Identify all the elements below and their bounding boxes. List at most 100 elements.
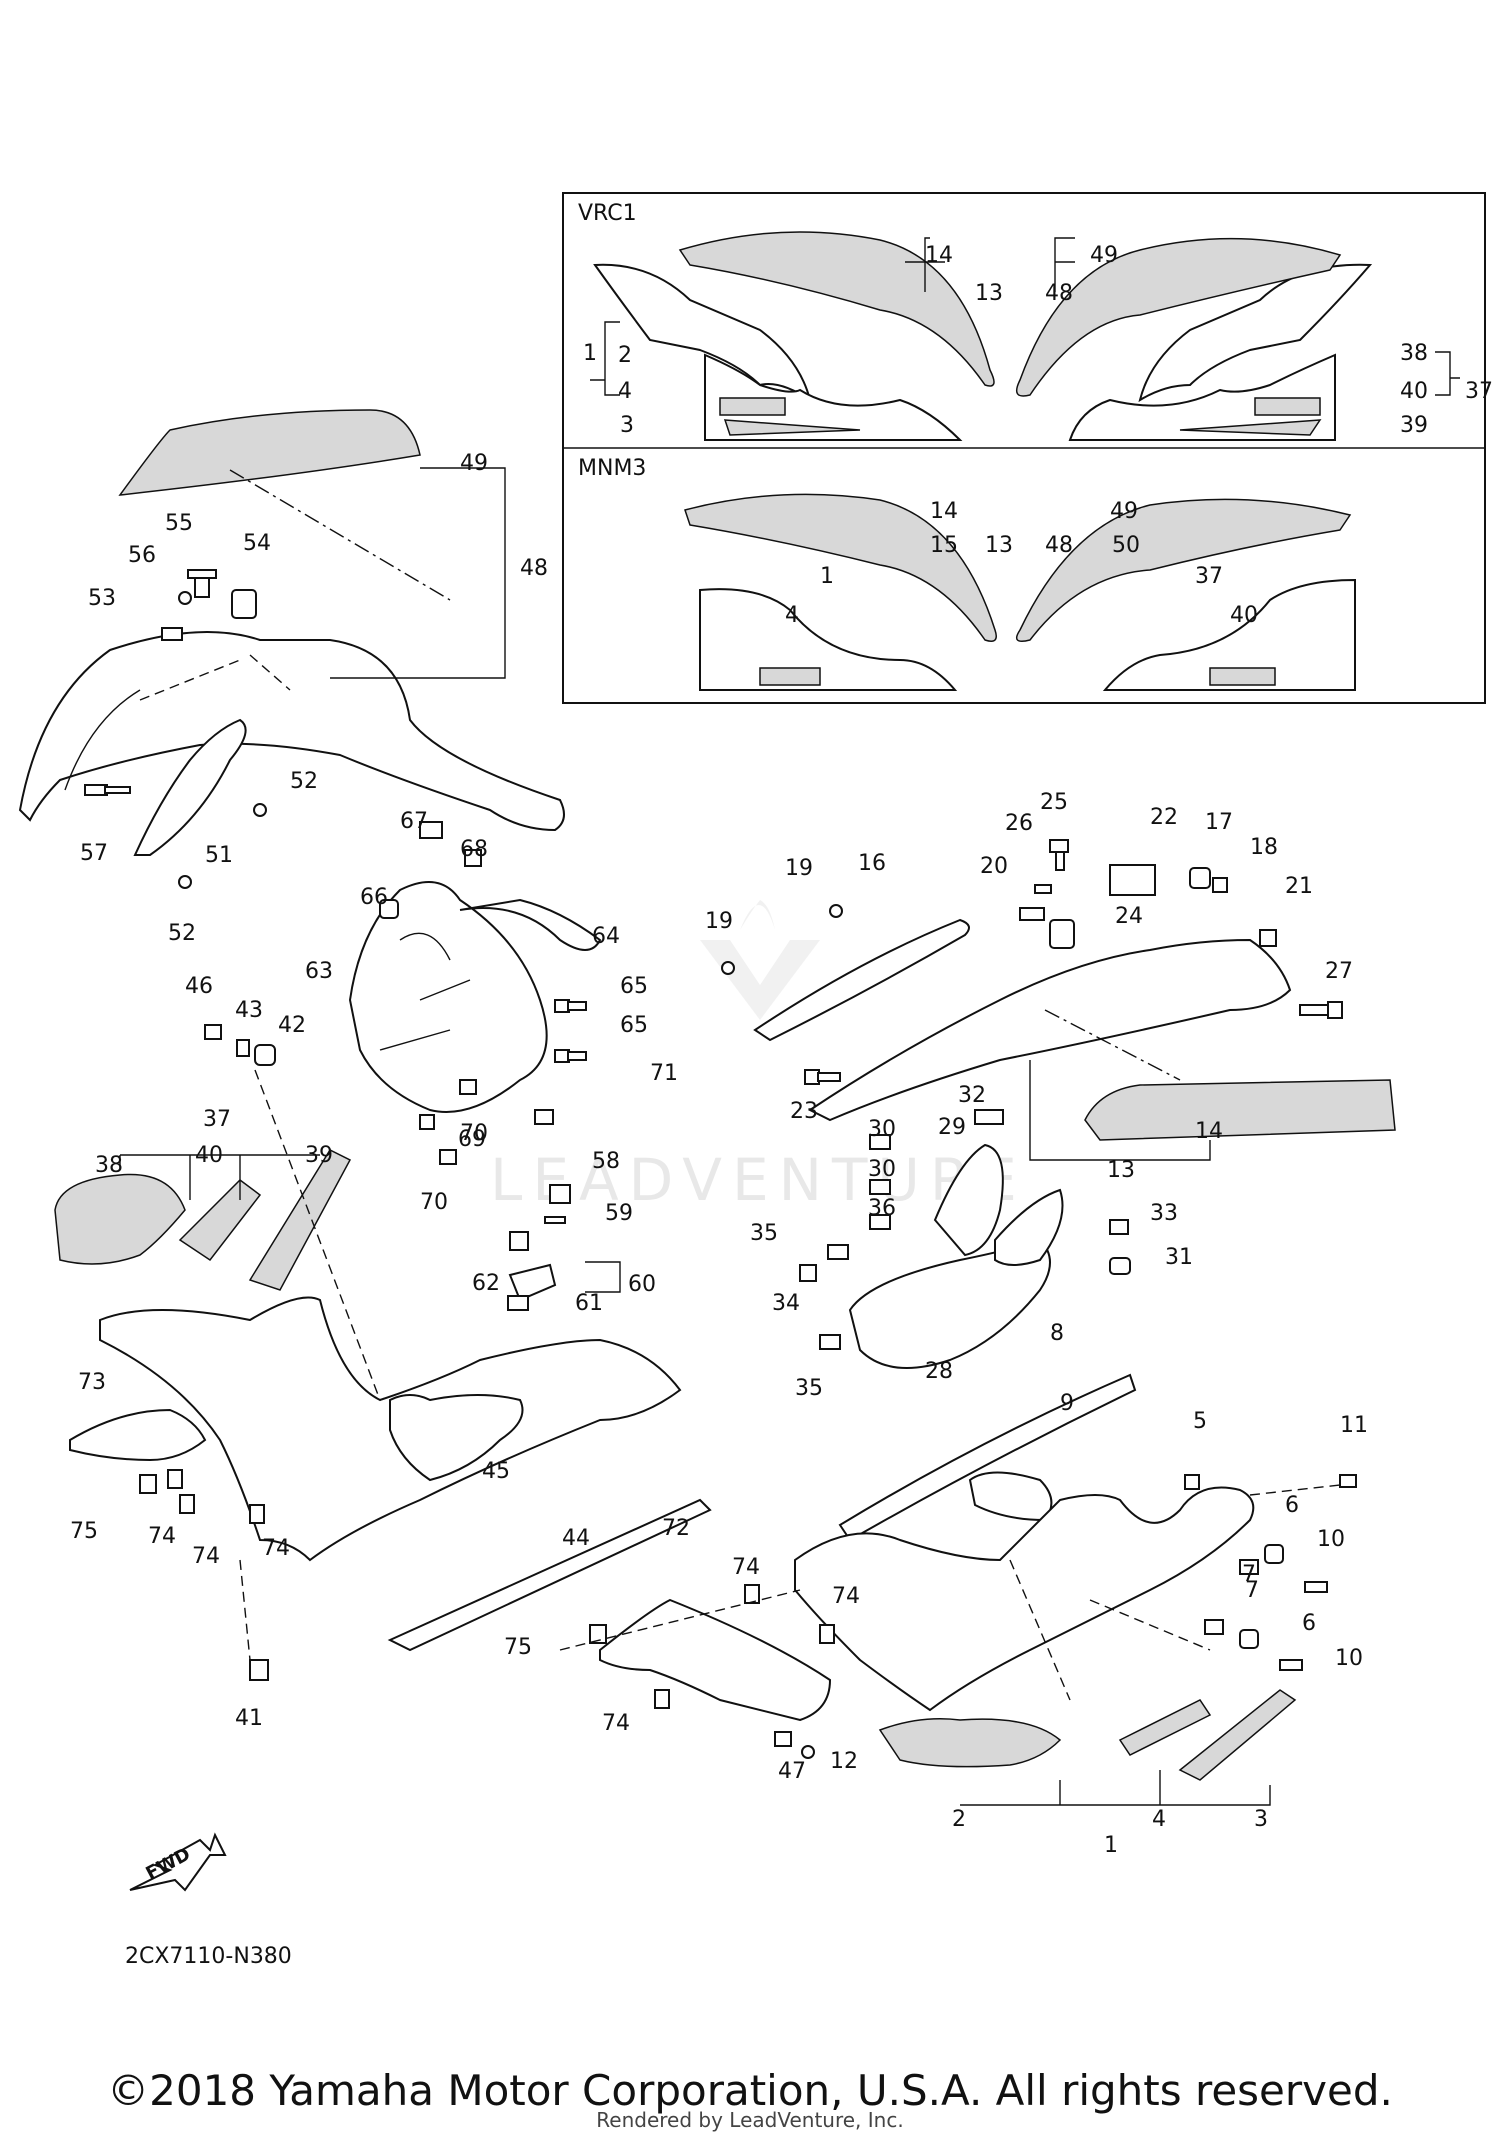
callout-1: 1 — [1104, 1833, 1118, 1858]
callout-19: 19 — [785, 856, 813, 881]
screw-35-a — [827, 1244, 849, 1260]
rivet-74-e — [819, 1624, 835, 1644]
mnm3-left-yamaha-emblem — [759, 667, 821, 686]
callout-41: 41 — [235, 1706, 263, 1731]
callout-74: 74 — [192, 1544, 220, 1569]
callout-63: 63 — [305, 959, 333, 984]
callout-74: 74 — [732, 1555, 760, 1580]
callout-48: 48 — [1045, 533, 1073, 558]
callout-10: 10 — [1317, 1527, 1345, 1552]
callout-74: 74 — [262, 1536, 290, 1561]
grommet-42 — [254, 1044, 276, 1066]
callout-21: 21 — [1285, 874, 1313, 899]
nut-52-lower — [178, 875, 192, 889]
duct-9 — [968, 1471, 1053, 1522]
callout-23: 23 — [790, 1099, 818, 1124]
clip-5 — [1184, 1474, 1200, 1490]
grommet-17 — [1189, 867, 1211, 889]
screw-27 — [1299, 1001, 1343, 1019]
nut-20 — [1019, 907, 1045, 921]
headlight-stay — [348, 881, 548, 1113]
callout-5: 5 — [1193, 1409, 1207, 1434]
grommet-24 — [1049, 919, 1075, 949]
callout-43: 43 — [235, 998, 263, 1023]
callout-39: 39 — [1400, 413, 1428, 438]
tank-side-cover-16 — [753, 918, 970, 1042]
right-lower-inner-72 — [599, 1598, 832, 1722]
callout-73: 73 — [78, 1370, 106, 1395]
callout-14: 14 — [925, 243, 953, 268]
inner-duct-28 — [848, 1238, 1051, 1369]
callout-37: 37 — [1195, 564, 1223, 589]
callout-40: 40 — [195, 1143, 223, 1168]
upper-cowl-edge — [64, 689, 141, 791]
mnm3-left-side-panel — [699, 588, 958, 691]
screw-58 — [549, 1184, 571, 1204]
vrc1-left-side-panel — [704, 353, 963, 441]
screw-55 — [187, 569, 217, 598]
callout-19: 19 — [705, 909, 733, 934]
callout-49: 49 — [1090, 243, 1118, 268]
vrc1-right-stripe — [1179, 419, 1322, 436]
left-decal-38 — [54, 1173, 186, 1265]
callout-15: 15 — [930, 533, 958, 558]
screw-35-b — [819, 1334, 841, 1350]
callout-48: 48 — [1045, 281, 1073, 306]
callout-28: 28 — [925, 1359, 953, 1384]
callout-75: 75 — [70, 1519, 98, 1544]
callout-62: 62 — [472, 1271, 500, 1296]
inner-panel-29 — [933, 1143, 1004, 1257]
callout-51: 51 — [205, 843, 233, 868]
inset-box: VRC1 MNM3 — [562, 192, 1486, 704]
callout-37: 37 — [1465, 379, 1493, 404]
fwd-arrow-icon: FWD — [129, 1832, 227, 1892]
callout-40: 40 — [1400, 379, 1428, 404]
left-decal-40 — [178, 1179, 262, 1262]
nut-52-upper — [253, 803, 267, 817]
vrc1-left-tank-cover — [678, 231, 995, 387]
callout-59: 59 — [605, 1201, 633, 1226]
screw-47 — [774, 1731, 792, 1747]
callout-67: 67 — [400, 809, 428, 834]
screw-46 — [204, 1024, 222, 1040]
callout-35: 35 — [795, 1376, 823, 1401]
washer-26 — [1034, 884, 1052, 894]
left-decal-39 — [248, 1149, 352, 1291]
right-tank-side-13 — [808, 938, 1292, 1122]
callout-40: 40 — [1230, 603, 1258, 628]
callout-32: 32 — [958, 1083, 986, 1108]
callout-7: 7 — [1245, 1578, 1259, 1603]
callout-56: 56 — [128, 543, 156, 568]
callout-42: 42 — [278, 1013, 306, 1038]
screw-30-b — [869, 1179, 891, 1195]
rivet-75-right — [589, 1624, 607, 1644]
callout-71: 71 — [650, 1061, 678, 1086]
callout-37: 37 — [203, 1107, 231, 1132]
callout-3: 3 — [1254, 1807, 1268, 1832]
grommet-31 — [1109, 1257, 1131, 1275]
rivet-74-a — [167, 1469, 183, 1489]
inset-variant-bottom: MNM3 — [578, 456, 646, 481]
bracket-37-main — [119, 1154, 320, 1200]
callout-17: 17 — [1205, 810, 1233, 835]
vrc1-right-tank-cover — [1015, 237, 1342, 397]
callout-61: 61 — [575, 1291, 603, 1316]
callout-12: 12 — [830, 1749, 858, 1774]
screw-36 — [869, 1214, 891, 1230]
callout-74: 74 — [602, 1711, 630, 1736]
callout-14: 14 — [930, 499, 958, 524]
mnm3-left-tank-cover — [684, 493, 997, 642]
callout-48: 48 — [520, 556, 548, 581]
callout-14: 14 — [1195, 1119, 1223, 1144]
vrc1-left-upper-cowl — [593, 263, 812, 403]
callout-65: 65 — [620, 974, 648, 999]
callout-64: 64 — [592, 924, 620, 949]
callout-16: 16 — [858, 851, 886, 876]
vrc1-right-upper-cowl — [1138, 263, 1373, 403]
bracket-60 — [508, 1263, 557, 1302]
watermark-text: LEADVENTURE — [490, 1146, 1027, 1214]
screw-11 — [1339, 1474, 1357, 1488]
upper-cowl-dashes — [139, 654, 291, 701]
callout-44: 44 — [562, 1526, 590, 1551]
